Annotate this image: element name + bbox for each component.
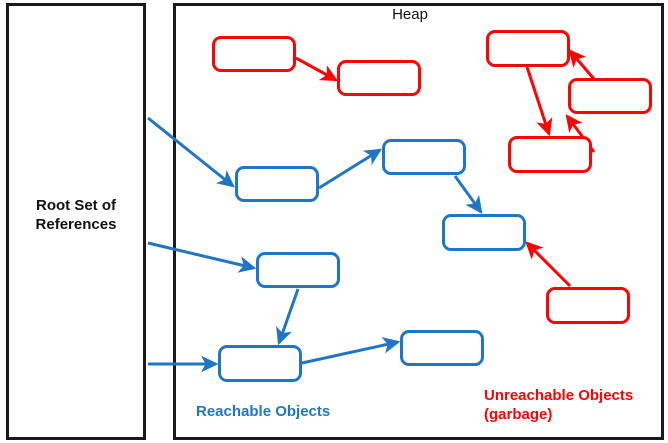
heap-object-b4: [256, 252, 340, 288]
legend-unreachable-line1: Unreachable Objects: [484, 387, 634, 404]
root-set-label: Root Set of References: [6, 196, 146, 234]
legend-reachable: Reachable Objects: [196, 403, 331, 420]
heap-object-b6: [400, 330, 484, 366]
heap-object-b1: [235, 166, 319, 202]
heap-object-b2: [382, 139, 466, 175]
root-set-panel: [6, 3, 146, 440]
root-set-label-line1: Root Set of: [36, 197, 116, 214]
heap-object-r6: [546, 287, 630, 324]
heap-object-r2: [337, 60, 421, 96]
heap-title: Heap: [392, 6, 428, 23]
heap-object-b5: [218, 345, 302, 382]
root-set-label-line2: References: [35, 216, 117, 233]
heap-object-r1: [212, 36, 296, 72]
legend-unreachable-line2: (garbage): [484, 406, 553, 423]
heap-object-r4: [568, 78, 652, 114]
legend-unreachable: Unreachable Objects (garbage): [484, 386, 633, 424]
heap-object-r3: [486, 30, 570, 67]
heap-object-b3: [442, 214, 526, 251]
heap-object-r5: [508, 136, 592, 173]
